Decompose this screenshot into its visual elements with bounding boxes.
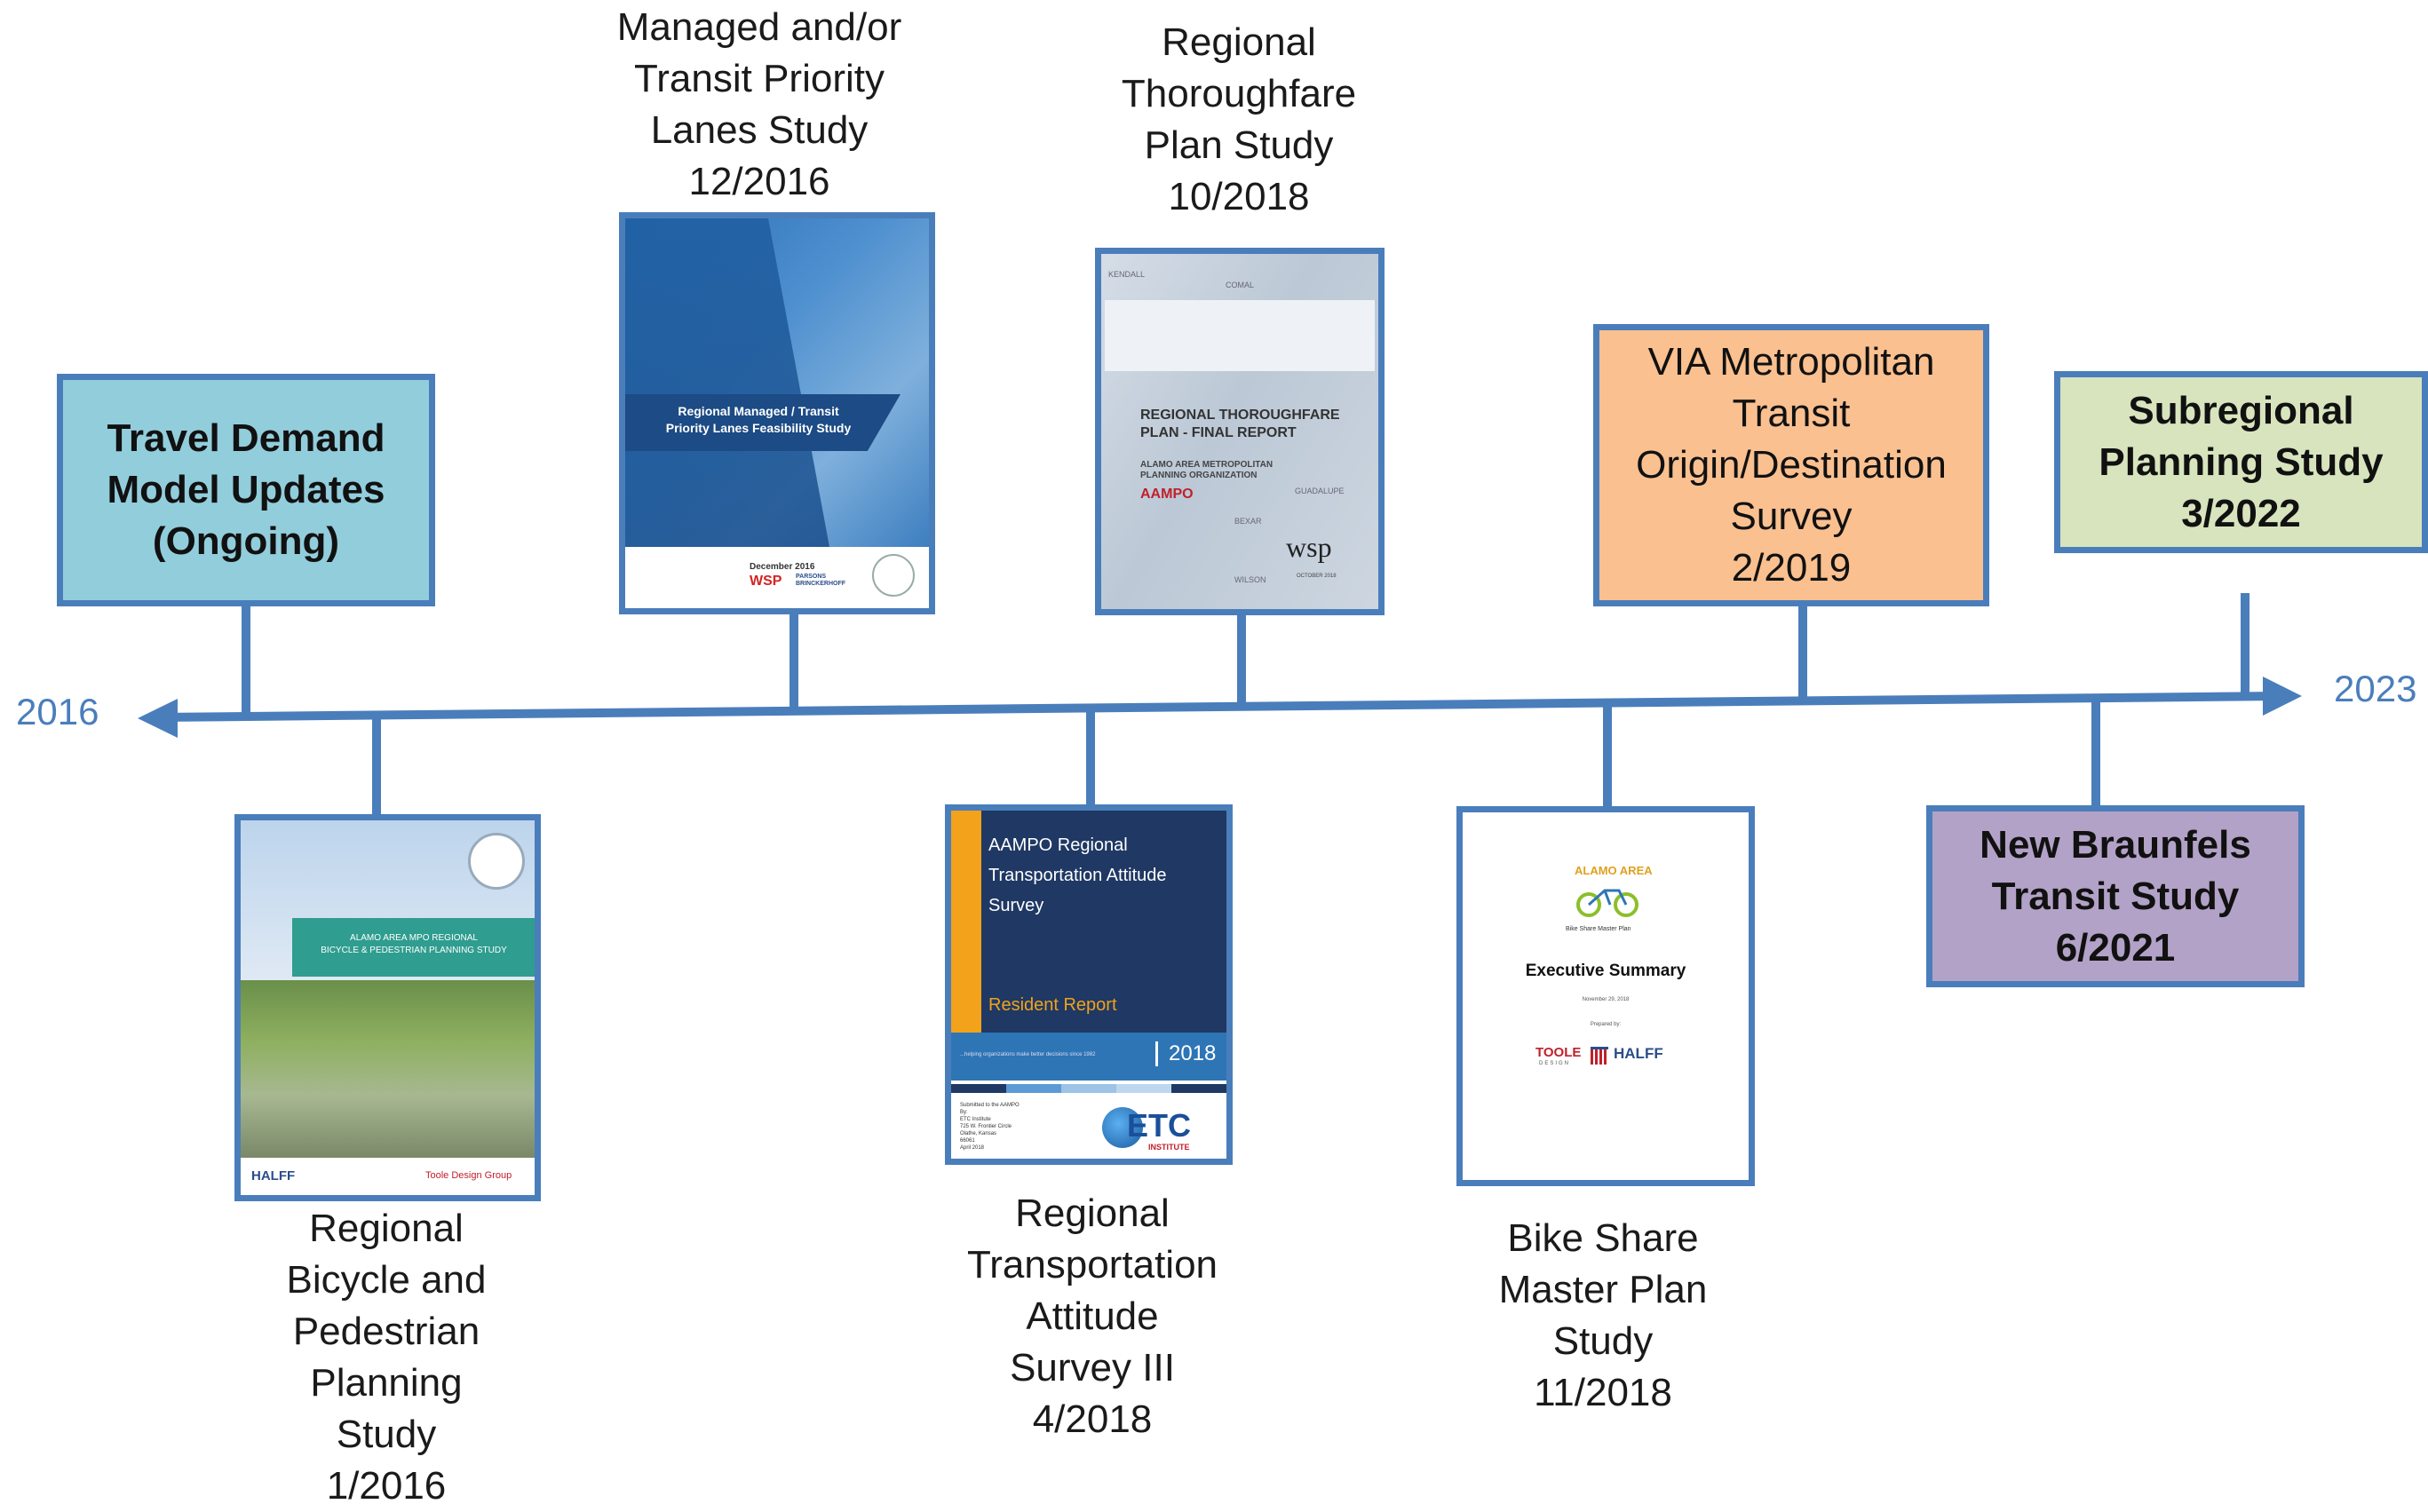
cover-park-photo [241,980,535,1158]
cover-street-section [1105,300,1375,371]
cover-title: Regional Managed / Transit Priority Lane… [665,404,852,435]
parsons-logo: PARSONS BRINCKERHOFF [796,574,845,587]
toole-logo: Toole Design Group [425,1170,512,1181]
cover-date: December 2016 [750,562,815,572]
arrowhead-right [2263,677,2302,716]
cover-tagline: ...helping organizations make better dec… [960,1052,1096,1057]
etc-logo: ETC [1127,1107,1191,1144]
bike-ped-report-cover: ALAMO AREA MPO REGIONAL BICYCLE & PEDEST… [234,814,541,1201]
cover-arc-text: ALAMO AREA [1575,864,1653,877]
cover-title: REGIONAL THOROUGHFARE PLAN - FINAL REPOR… [1140,408,1340,440]
cover-title-band [625,394,901,451]
timeline-axis [155,692,2283,722]
cover-title: AAMPO Regional Transportation Attitude S… [988,835,1167,915]
bike-logo-icon [1575,883,1640,919]
attitude-survey-report-cover: AAMPO Regional Transportation Attitude S… [945,804,1233,1165]
halff-logo: HALFF [251,1168,296,1183]
aampo-seal-icon [872,554,915,597]
map-label-guadalupe: GUADALUPE [1295,487,1345,495]
bike-share-report-cover: ALAMO AREA Bike Share Master Plan Execut… [1456,806,1755,1186]
end-year-label: 2023 [2334,668,2417,709]
new-braunfels-box: New Braunfels Transit Study 6/2021 [1926,805,2305,987]
arrowhead-left [138,699,178,738]
cover-org: ALAMO AREA METROPOLITAN PLANNING ORGANIZ… [1140,460,1274,480]
cover-date: OCTOBER 2018 [1297,574,1337,579]
managed-lanes-report-cover: Regional Managed / Transit Priority Lane… [619,212,935,614]
cover-navy-block [981,811,1226,1033]
toole-logo: TOOLE [1535,1045,1582,1060]
map-label-comal: COMAL [1226,281,1255,289]
cover-subtitle: Resident Report [988,995,1117,1015]
travel-demand-box: Travel Demand Model Updates (Ongoing) [57,374,435,606]
map-label-bexar: BEXAR [1234,517,1262,526]
via-survey-box: VIA Metropolitan Transit Origin/Destinat… [1593,324,1989,606]
wsp-logo: WSP [750,574,782,589]
wsp-logo: wsp [1286,531,1332,563]
aampo-seal-icon [468,833,525,890]
cover-color-bars [951,1084,1226,1093]
toole-logo-sub: DESIGN [1539,1061,1571,1066]
halff-logo-icon [1591,1047,1608,1065]
cover-date: November 29, 2018 [1582,997,1630,1002]
thoroughfare-report-cover: KENDALL COMAL REGIONAL THOROUGHFARE PLAN… [1095,248,1385,615]
start-year-label: 2016 [16,691,99,732]
cover-blue-band [951,1033,1226,1081]
subregional-box: Subregional Planning Study 3/2022 [2054,371,2428,553]
bike-share-label: Bike Share Master Plan Study 11/2018 [1498,1216,1708,1414]
etc-logo-sub: INSTITUTE [1148,1143,1190,1152]
etc-globe-icon [1102,1107,1143,1148]
aampo-logo: AAMPO [1140,487,1194,502]
bike-ped-label: Regional Bicycle and Pedestrian Planning… [286,1207,487,1508]
cover-title: Executive Summary [1525,962,1686,980]
cover-banner [292,918,535,977]
cover-orange-stripe [951,811,981,1033]
map-label-wilson: WILSON [1234,575,1266,584]
cover-prepared: Prepared by: [1590,1022,1622,1027]
cover-year: 2018 [1155,1041,1216,1066]
attitude-survey-label: Regional Transportation Attitude Survey … [966,1191,1218,1441]
map-label-kendall: KENDALL [1108,270,1146,279]
cover-submitted: Submitted to the AAMPO By: ETC Institute… [960,1103,1020,1151]
cover-plan-name: Bike Share Master Plan [1566,926,1631,932]
managed-lanes-label: Managed and/or Transit Priority Lanes St… [616,5,902,203]
thoroughfare-label: Regional Thoroughfare Plan Study 10/2018 [1121,20,1357,218]
cover-title: ALAMO AREA MPO REGIONAL BICYCLE & PEDEST… [321,933,507,955]
halff-logo: HALFF [1614,1045,1663,1062]
